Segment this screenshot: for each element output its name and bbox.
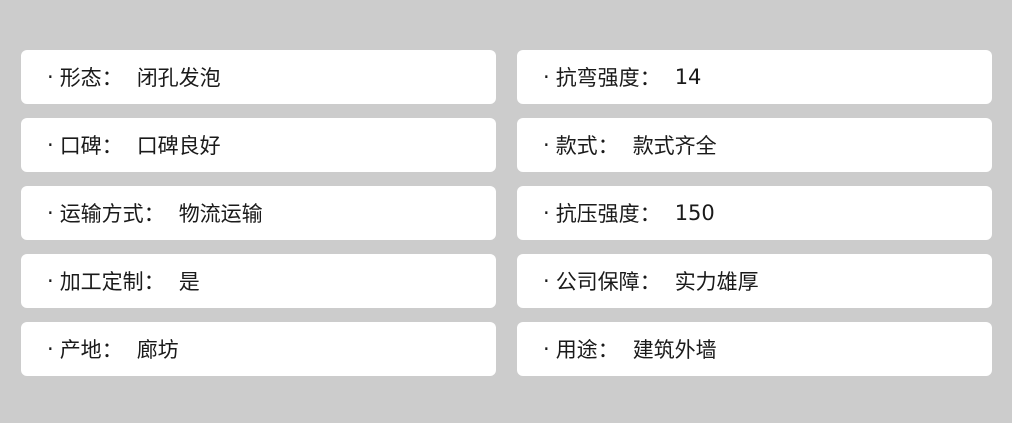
spec-separator: ：: [639, 202, 661, 226]
spec-value: 150: [674, 201, 715, 225]
spec-item-customization: · 加工定制 ： 是: [21, 254, 496, 308]
spec-separator: ：: [597, 134, 619, 158]
spec-value: 是: [178, 270, 200, 294]
spec-value: 闭孔发泡: [136, 66, 221, 90]
spec-value: 口碑良好: [136, 134, 221, 158]
spec-label: 抗弯强度: [555, 66, 640, 90]
spec-label: 款式: [555, 134, 598, 158]
spec-item-usage: · 用途 ： 建筑外墙: [517, 322, 992, 376]
spec-label: 形态: [59, 66, 102, 90]
bullet-dot: ·: [543, 133, 550, 157]
spec-label: 用途: [555, 338, 598, 362]
spec-item-origin: · 产地 ： 廊坊: [21, 322, 496, 376]
spec-item-company-guarantee: · 公司保障 ： 实力雄厚: [517, 254, 992, 308]
spec-value: 物流运输: [178, 202, 263, 226]
bullet-dot: ·: [47, 65, 54, 89]
spec-value: 建筑外墙: [632, 338, 717, 362]
spec-item-style: · 款式 ： 款式齐全: [517, 118, 992, 172]
spec-label: 产地: [59, 338, 102, 362]
spec-item-form: · 形态 ： 闭孔发泡: [21, 50, 496, 104]
spec-separator: ：: [143, 270, 165, 294]
bullet-dot: ·: [543, 201, 550, 225]
spec-separator: ：: [101, 338, 123, 362]
spec-separator: ：: [639, 270, 661, 294]
spec-item-reputation: · 口碑 ： 口碑良好: [21, 118, 496, 172]
spec-item-flexural-strength: · 抗弯强度 ： 14: [517, 50, 992, 104]
bullet-dot: ·: [543, 337, 550, 361]
spec-label: 抗压强度: [555, 202, 640, 226]
spec-separator: ：: [597, 338, 619, 362]
bullet-dot: ·: [543, 269, 550, 293]
spec-separator: ：: [101, 66, 123, 90]
spec-value: 实力雄厚: [674, 270, 759, 294]
spec-separator: ：: [143, 202, 165, 226]
spec-grid: · 形态 ： 闭孔发泡 · 抗弯强度 ： 14 · 口碑 ： 口碑良好 · 款式…: [21, 50, 992, 376]
spec-label: 口碑: [59, 134, 102, 158]
bullet-dot: ·: [47, 269, 54, 293]
spec-value: 款式齐全: [632, 134, 717, 158]
spec-item-compressive-strength: · 抗压强度 ： 150: [517, 186, 992, 240]
spec-separator: ：: [639, 66, 661, 90]
spec-label: 公司保障: [555, 270, 640, 294]
bullet-dot: ·: [543, 65, 550, 89]
spec-value: 14: [674, 65, 702, 89]
spec-value: 廊坊: [136, 338, 179, 362]
spec-separator: ：: [101, 134, 123, 158]
spec-label: 加工定制: [59, 270, 144, 294]
bullet-dot: ·: [47, 337, 54, 361]
bullet-dot: ·: [47, 201, 54, 225]
bullet-dot: ·: [47, 133, 54, 157]
spec-label: 运输方式: [59, 202, 144, 226]
spec-item-shipping: · 运输方式 ： 物流运输: [21, 186, 496, 240]
